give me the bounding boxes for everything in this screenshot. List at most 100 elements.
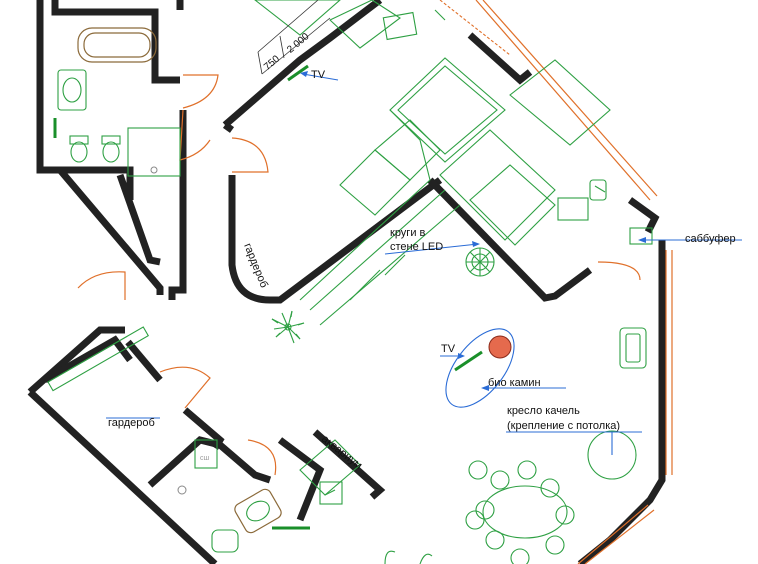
bottom-rooms: сш bbox=[47, 326, 361, 553]
bathtub-2 bbox=[234, 488, 282, 534]
floor-drain bbox=[177, 485, 187, 495]
fireplace-arrow bbox=[481, 385, 489, 391]
plants bbox=[271, 247, 495, 344]
aquarium-cabinet bbox=[299, 439, 361, 496]
armchair-right-seat bbox=[625, 333, 641, 363]
tv-center-label: TV bbox=[441, 343, 456, 355]
door-bath2 bbox=[247, 439, 277, 476]
led-arrow bbox=[472, 241, 480, 247]
plant-led bbox=[465, 247, 495, 277]
text-labels: TV саббуфер круги в стене LED гардероб г… bbox=[108, 69, 736, 472]
armchair-right bbox=[619, 327, 647, 369]
dining-chair-5 bbox=[490, 470, 510, 490]
dining-chair-6 bbox=[475, 500, 495, 520]
subwoofer-box bbox=[629, 227, 653, 245]
window-right-diag-2 bbox=[482, 0, 658, 197]
wall-bath2 bbox=[147, 436, 272, 488]
sink-1-basin bbox=[62, 77, 82, 103]
bed-mattress bbox=[397, 65, 498, 155]
wall-living-jamb bbox=[222, 122, 235, 133]
cabinet-top bbox=[254, 0, 341, 36]
walls bbox=[27, 0, 666, 564]
shower-drain bbox=[150, 166, 158, 174]
wall-bottom-inner bbox=[43, 335, 133, 384]
media-wall-div-2 bbox=[384, 254, 406, 276]
window-right-diag bbox=[475, 0, 651, 201]
led-circles-label: круги в bbox=[390, 227, 426, 239]
sink-1 bbox=[57, 69, 87, 111]
dim-tick-1 bbox=[257, 51, 263, 75]
shower bbox=[127, 127, 181, 177]
seat-bottom-1 bbox=[384, 550, 396, 564]
door-corridor bbox=[77, 271, 126, 300]
tv-center-arrow bbox=[458, 353, 465, 359]
dim-tick-2 bbox=[279, 35, 285, 59]
dining-chair-7 bbox=[485, 530, 505, 550]
media-wall-back bbox=[309, 189, 446, 311]
aquarium-box bbox=[319, 481, 343, 505]
door-living bbox=[231, 137, 269, 173]
toilet-tank bbox=[69, 135, 89, 145]
wall-aquarium bbox=[312, 429, 386, 500]
media-wall-div-1 bbox=[349, 269, 381, 301]
subwoofer-arrow bbox=[638, 237, 646, 243]
wall-bath-diag bbox=[116, 173, 161, 266]
subwoofer-label: саббуфер bbox=[685, 233, 736, 245]
dim-line-top bbox=[257, 0, 319, 53]
door-wardrobe bbox=[159, 366, 211, 409]
wardrobe-rail bbox=[47, 326, 150, 392]
dim-line-bottom bbox=[261, 17, 331, 75]
dining-chair-8 bbox=[510, 548, 530, 564]
plant-living bbox=[271, 310, 305, 344]
dining-chair-4 bbox=[545, 535, 565, 555]
media-wall-unit bbox=[319, 204, 461, 326]
led-circles-label-2: стене LED bbox=[390, 241, 443, 253]
toilet-2 bbox=[211, 529, 239, 553]
dim-750-label: 750 bbox=[262, 53, 282, 72]
bed-side bbox=[389, 109, 431, 181]
sofa-mid bbox=[374, 119, 441, 181]
fireplace-outline bbox=[445, 328, 515, 408]
bath2-cabinet bbox=[194, 439, 218, 469]
swing-chair-label: кресло качель bbox=[507, 405, 580, 417]
wall-bath-top bbox=[51, 0, 180, 84]
bed-frame bbox=[389, 57, 506, 163]
led-leader bbox=[384, 243, 479, 255]
dining-chair-9 bbox=[468, 460, 488, 480]
fireplace-label: био камин bbox=[488, 377, 541, 389]
tv-top-arrow bbox=[300, 71, 308, 77]
desk-right bbox=[557, 197, 589, 221]
bathtub bbox=[77, 27, 157, 63]
aquarium-label: аквариум bbox=[319, 433, 364, 472]
door-bath bbox=[182, 74, 219, 109]
wall-bath-right bbox=[168, 110, 187, 300]
wardrobe-right bbox=[509, 59, 611, 146]
bath2-cabinet-mark: сш bbox=[200, 455, 210, 462]
door-bed bbox=[597, 261, 641, 281]
sink-2 bbox=[246, 500, 270, 522]
wardrobe-bottom-label: гардероб bbox=[108, 417, 155, 429]
wardrobe-top-label: гардероб bbox=[241, 242, 270, 290]
dining-chair-10 bbox=[465, 510, 485, 530]
media-wall-front bbox=[299, 179, 431, 301]
monitor-top bbox=[382, 11, 418, 41]
wall-right-corner bbox=[627, 197, 660, 234]
chair-right-detail bbox=[594, 185, 606, 193]
tv-top-leader bbox=[302, 73, 339, 81]
tv-top-label: TV bbox=[311, 69, 326, 81]
window-bottom-right-2 bbox=[584, 509, 655, 564]
tv-center-screen bbox=[454, 350, 483, 372]
dining-chair-1 bbox=[517, 460, 537, 480]
fireplace-group bbox=[445, 328, 515, 408]
window-bottom-right bbox=[577, 504, 649, 564]
dining-chair-3 bbox=[555, 505, 575, 525]
living-furniture bbox=[254, 0, 653, 564]
swing-chair bbox=[587, 430, 637, 480]
seat-bottom-2 bbox=[419, 553, 433, 564]
annotations bbox=[106, 64, 742, 455]
wall-bath-left bbox=[36, 0, 164, 295]
wall-exterior-right bbox=[577, 240, 666, 564]
dining-table bbox=[482, 485, 568, 539]
